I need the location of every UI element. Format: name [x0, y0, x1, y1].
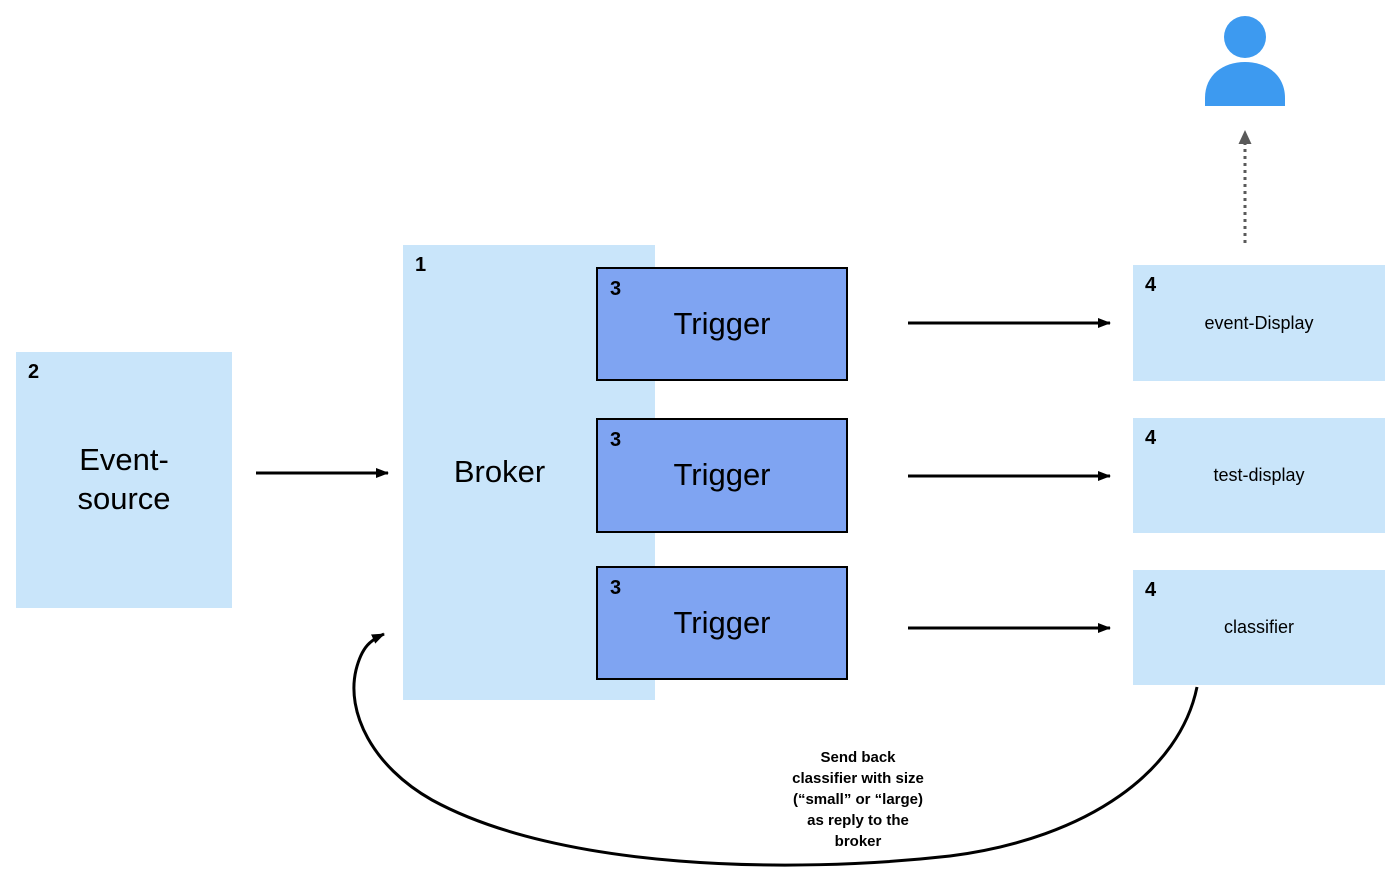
- node-label-trigger: Trigger: [673, 457, 771, 493]
- node-label-event-source: Event- source: [77, 442, 171, 516]
- node-trigger-2: 3 Trigger: [596, 418, 848, 533]
- node-label-event-display: event-Display: [1204, 312, 1314, 333]
- node-badge: 4: [1145, 427, 1157, 449]
- node-trigger-1: 3 Trigger: [596, 267, 848, 381]
- node-badge: 2: [28, 361, 40, 383]
- node-test-display: 4 test-display: [1133, 418, 1385, 533]
- user-icon: [1202, 12, 1288, 106]
- node-trigger-3: 3 Trigger: [596, 566, 848, 680]
- node-label-trigger: Trigger: [673, 604, 771, 640]
- node-label-test-display: test-display: [1213, 465, 1305, 485]
- node-label-classifier: classifier: [1223, 617, 1294, 637]
- node-event-display: 4 event-Display: [1133, 265, 1385, 381]
- node-label-broker: Broker: [453, 454, 546, 490]
- node-badge: 3: [610, 577, 622, 599]
- node-classifier: 4 classifier: [1133, 570, 1385, 685]
- node-badge: 3: [610, 278, 622, 300]
- node-badge: 4: [1145, 579, 1157, 601]
- node-badge: 3: [610, 429, 622, 451]
- node-badge: 1: [415, 254, 427, 276]
- reply-annotation: Send back classifier with size (“small” …: [792, 749, 924, 850]
- node-event-source: 2 Event- source: [16, 352, 232, 608]
- node-badge: 4: [1145, 274, 1157, 296]
- node-label-trigger: Trigger: [673, 305, 771, 341]
